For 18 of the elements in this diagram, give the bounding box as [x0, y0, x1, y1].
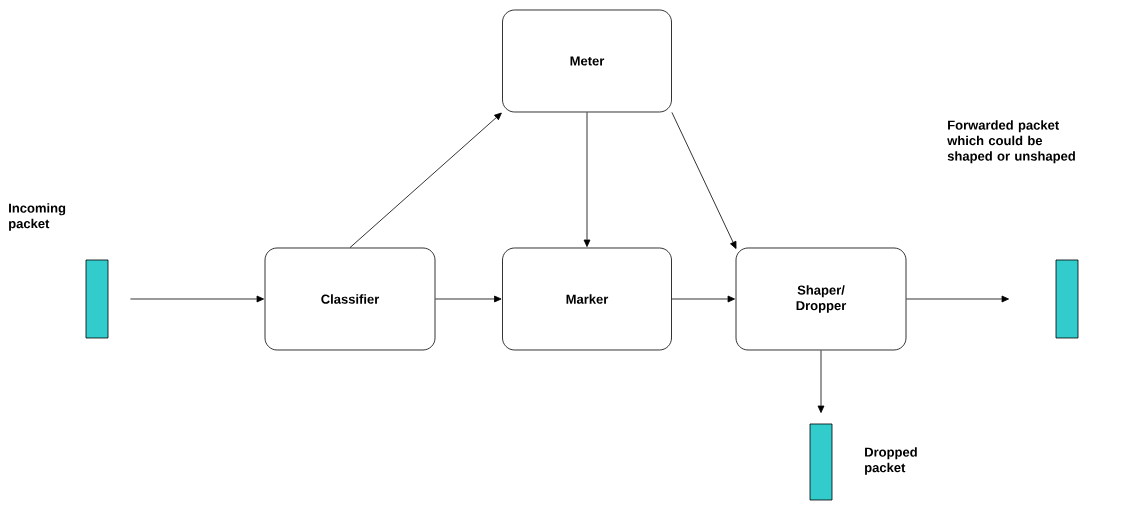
- arrow: [435, 295, 502, 303]
- arrow: [349, 112, 502, 248]
- caption-text: Dropped packet: [865, 447, 917, 475]
- caption-text: Forwarded packet which could be shaped or unshaped: [947, 120, 1075, 164]
- process-box: Classifier: [264, 247, 436, 351]
- arrow: [671, 295, 735, 303]
- packet-bar: [85, 259, 109, 339]
- arrow: [817, 350, 825, 413]
- arrow: [671, 112, 737, 249]
- process-box: Meter: [502, 9, 672, 113]
- process-box: Shaper/ Dropper: [735, 247, 907, 351]
- arrow: [906, 295, 1009, 303]
- arrow: [130, 295, 264, 303]
- caption-text: Incoming packet: [9, 203, 66, 231]
- packet-bar: [809, 423, 833, 501]
- arrow: [583, 112, 591, 247]
- process-box: Marker: [502, 247, 672, 351]
- packet-bar: [1055, 259, 1079, 339]
